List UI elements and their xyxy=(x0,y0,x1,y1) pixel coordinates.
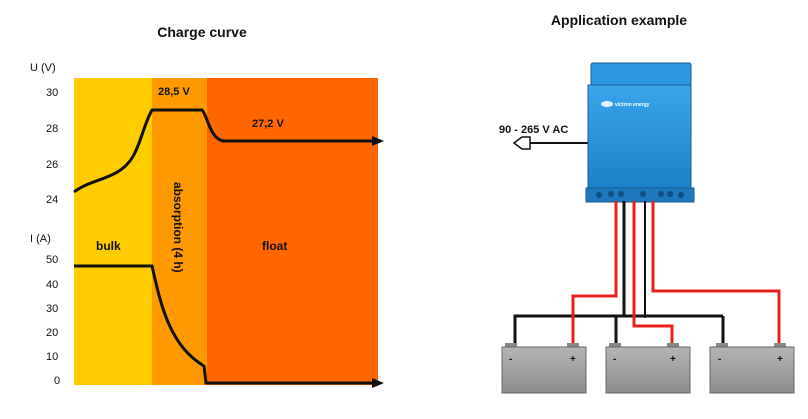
charger-top-panel xyxy=(590,62,692,86)
current-tick: 20 xyxy=(46,327,58,339)
charger-screw-icon xyxy=(596,192,602,198)
current-tick: 40 xyxy=(46,279,58,291)
battery: - + xyxy=(709,343,795,394)
current-tick: 50 xyxy=(46,254,58,266)
charger-unit: victron energy xyxy=(585,62,695,203)
voltage-tick: 26 xyxy=(46,159,58,171)
battery-terminal-icon xyxy=(609,343,621,348)
negative-wiring xyxy=(513,201,725,344)
battery-negative-sign: - xyxy=(718,354,721,365)
bulk-phase-region xyxy=(74,78,152,385)
application-title: Application example xyxy=(551,12,687,28)
battery-terminal-icon xyxy=(716,343,728,348)
battery-terminal-icon xyxy=(667,343,679,348)
voltage-tick: 28 xyxy=(46,123,58,135)
battery-body xyxy=(501,346,587,394)
current-arrow-head xyxy=(372,378,384,388)
voltage-tick: 24 xyxy=(46,194,58,206)
battery-terminal-icon xyxy=(774,343,786,348)
current-axis-label: I (A) xyxy=(30,233,51,245)
absorption-phase-label: absorption (4 h) xyxy=(171,182,185,273)
charger-terminal-icon xyxy=(640,191,646,197)
battery-positive-sign: + xyxy=(777,354,783,365)
battery-positive-sign: + xyxy=(570,354,576,365)
battery-terminal-icon xyxy=(505,343,517,348)
victron-logo-icon xyxy=(601,101,613,107)
charger-terminal-icon xyxy=(618,191,624,197)
charger-brand-label: victron energy xyxy=(615,102,650,108)
battery: - + xyxy=(605,343,691,394)
voltage-arrow-head xyxy=(372,136,384,146)
charger-body xyxy=(587,84,692,194)
bulk-phase-label: bulk xyxy=(96,239,121,253)
charge-curve-title: Charge curve xyxy=(157,24,247,40)
current-tick: 0 xyxy=(54,375,60,387)
float-phase-region xyxy=(207,78,378,385)
ac-plug-icon xyxy=(512,136,531,150)
absorption-voltage-label: 28,5 V xyxy=(158,86,190,98)
charger-terminal-icon xyxy=(608,191,614,197)
battery-negative-sign: - xyxy=(509,354,512,365)
voltage-axis-label: U (V) xyxy=(30,62,56,74)
float-phase-label: float xyxy=(262,239,287,253)
charger-screw-icon xyxy=(678,192,684,198)
voltage-tick: 30 xyxy=(46,87,58,99)
voltage-curve xyxy=(73,108,372,194)
ac-input-label: 90 - 265 V AC xyxy=(499,124,568,136)
battery-positive-sign: + xyxy=(670,354,676,365)
charger-terminal-icon xyxy=(658,191,664,197)
battery-negative-sign: - xyxy=(613,354,616,365)
float-voltage-label: 27,2 V xyxy=(252,118,284,130)
current-tick: 30 xyxy=(46,303,58,315)
battery-body xyxy=(709,346,795,394)
absorption-phase-region xyxy=(152,78,207,385)
positive-wiring xyxy=(571,201,781,344)
current-tick: 10 xyxy=(46,351,58,363)
battery: - + xyxy=(501,343,587,394)
charger-terminal-icon xyxy=(667,191,673,197)
battery-body xyxy=(605,346,691,394)
battery-terminal-icon xyxy=(567,343,579,348)
current-curve xyxy=(74,264,372,385)
charger-base xyxy=(585,187,695,203)
